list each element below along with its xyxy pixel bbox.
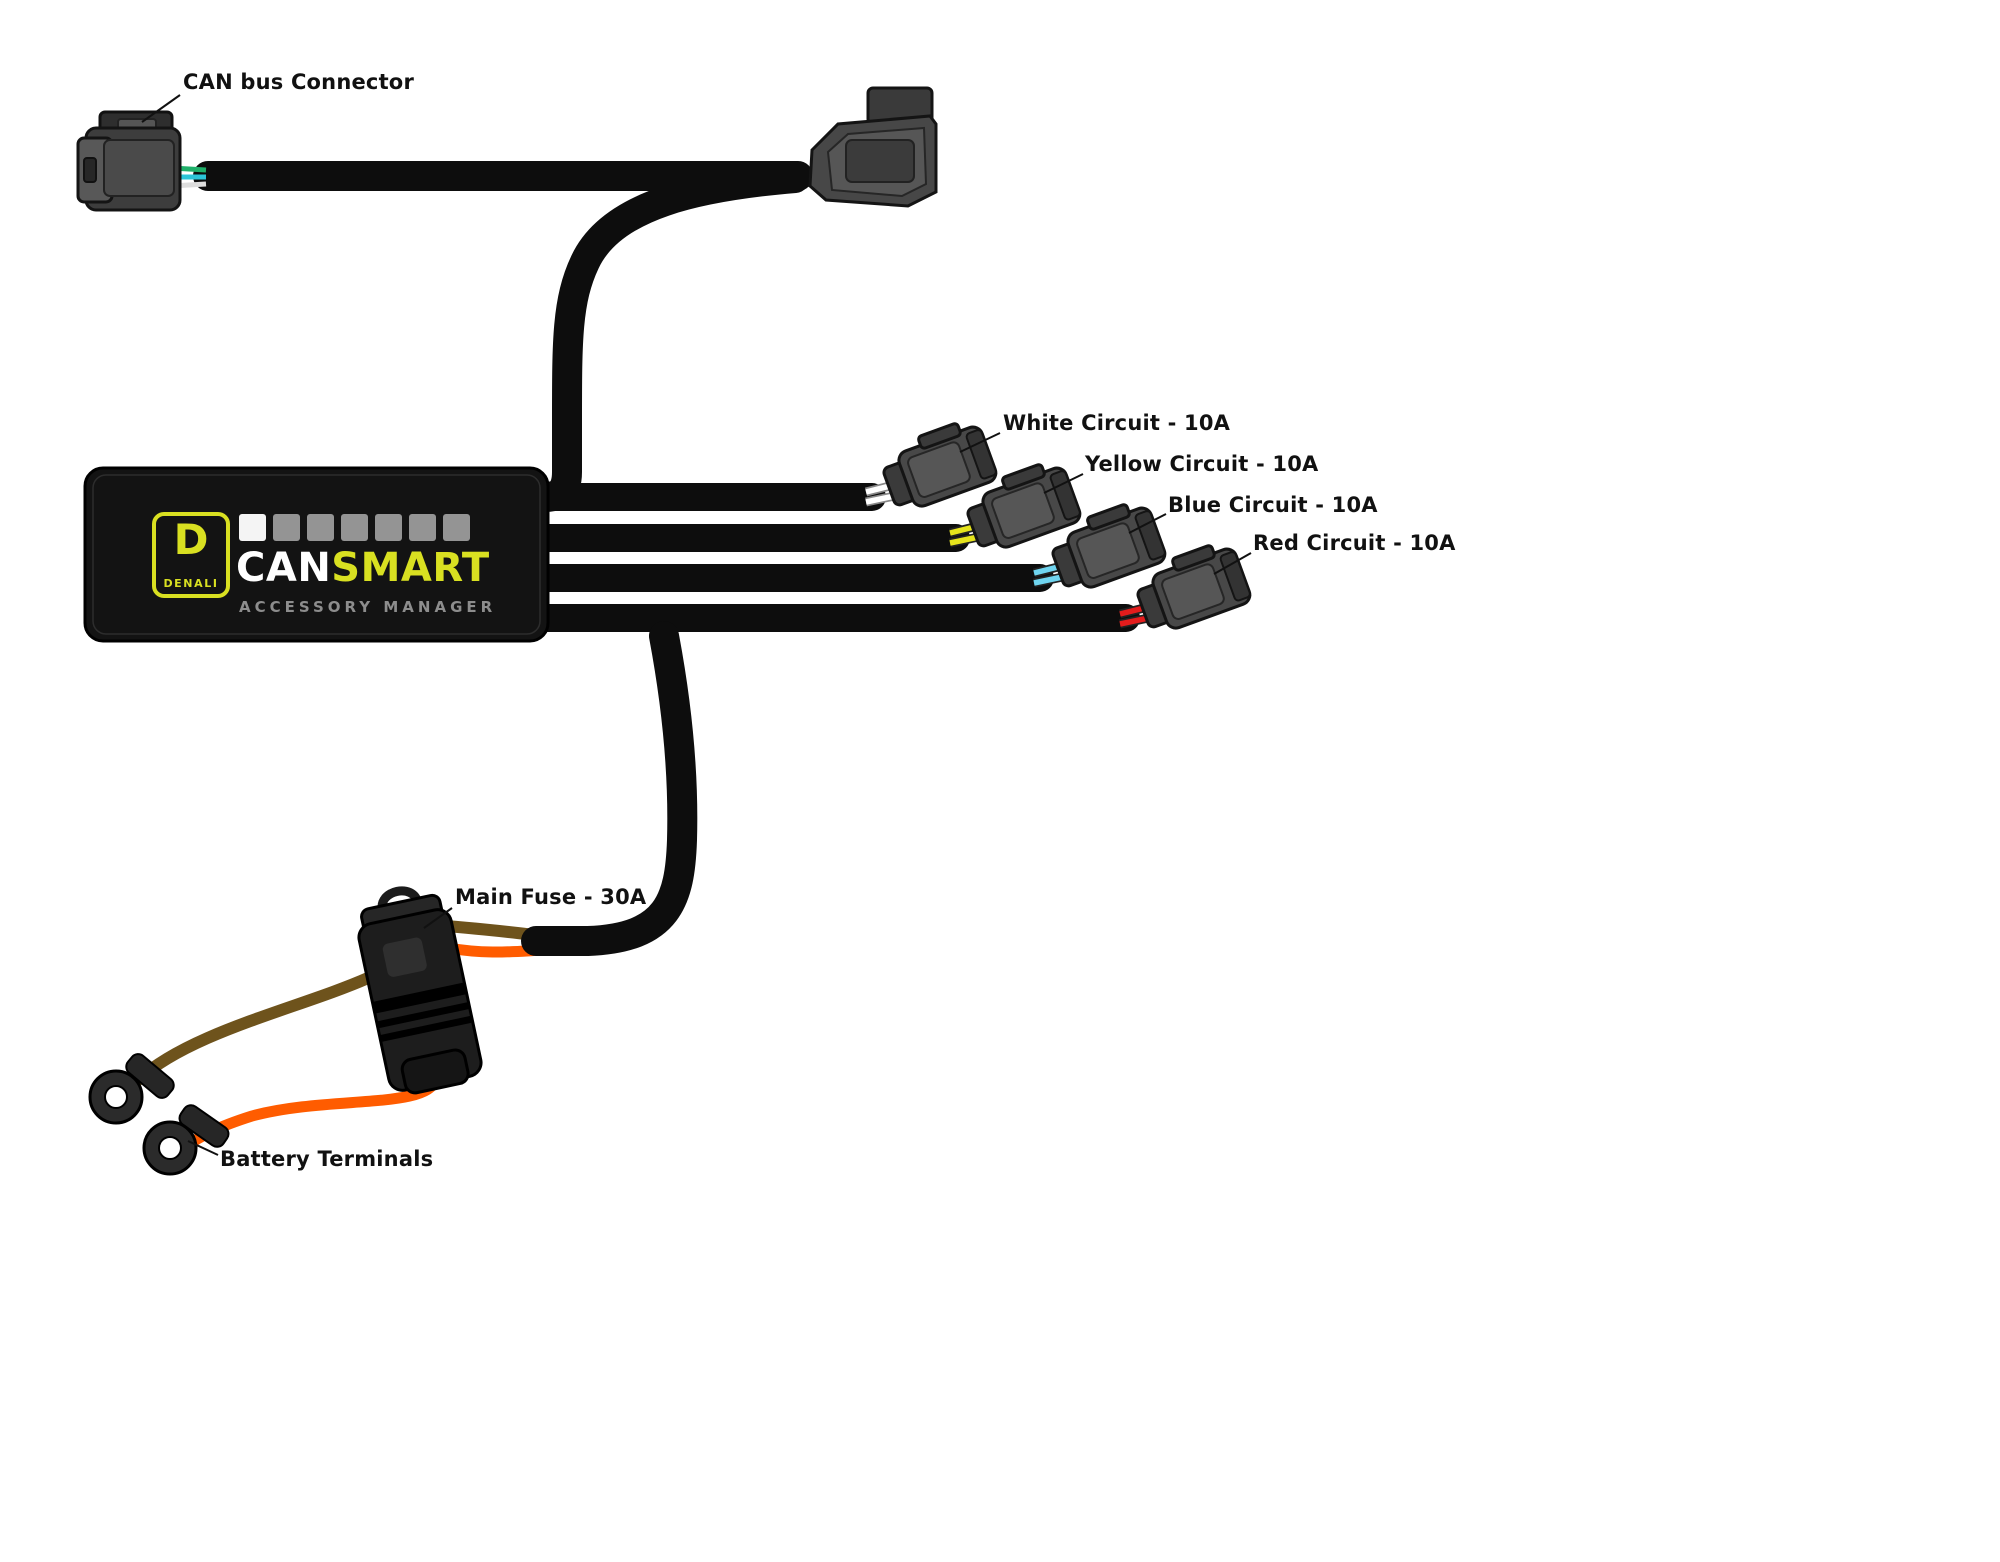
white-circuit-label: White Circuit - 10A: [1003, 411, 1231, 435]
blue-circuit-label: Blue Circuit - 10A: [1168, 493, 1378, 517]
denali-logo: D DENALI: [152, 512, 230, 598]
indicator-square: [341, 514, 368, 541]
red-circuit-label: Red Circuit - 10A: [1253, 531, 1456, 555]
diagnostic-connector: [808, 86, 938, 208]
can-bus-connector: [76, 110, 182, 212]
indicator-square: [239, 514, 266, 541]
indicator-square: [409, 514, 436, 541]
pointer-lines: [141, 94, 1252, 1156]
white-circuit-connector: [882, 422, 998, 508]
indicator-square: [273, 514, 300, 541]
power-cable: [521, 621, 698, 956]
main-fuse-holder: [357, 886, 483, 1095]
indicator-square: [307, 514, 334, 541]
red-circuit-connector: [1136, 544, 1252, 630]
can-bus-connector-label: CAN bus Connector: [183, 70, 414, 94]
denali-brand-text: DENALI: [163, 577, 219, 590]
indicator-square: [443, 514, 470, 541]
yellow-circuit-label: Yellow Circuit - 10A: [1085, 452, 1319, 476]
device-name-smart: SMART: [331, 545, 490, 591]
denali-logo-icon: D: [173, 515, 209, 564]
device-name-can: CAN: [236, 545, 332, 591]
battery-terminal-brown: [88, 1053, 175, 1125]
indicator-square: [375, 514, 402, 541]
main-fuse-label: Main Fuse - 30A: [455, 885, 647, 909]
battery-terminals-label: Battery Terminals: [220, 1147, 434, 1171]
battery-terminal-orange: [142, 1104, 230, 1176]
blue-circuit-connector: [1051, 503, 1167, 589]
trunk-cable: [530, 163, 810, 512]
device-name: CANSMART: [236, 545, 490, 591]
device-subtitle: ACCESSORY MANAGER: [239, 598, 497, 616]
indicator-squares: [239, 514, 470, 541]
